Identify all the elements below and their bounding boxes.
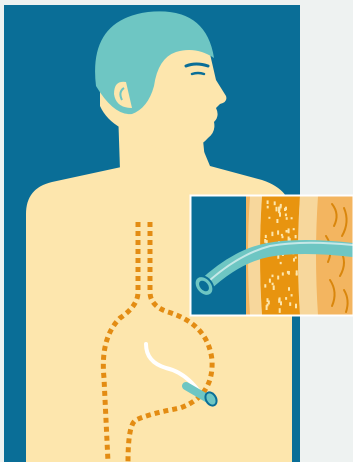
tissue-fleck [267, 206, 269, 209]
tissue-fleck [279, 308, 281, 313]
tissue-fleck [295, 304, 297, 309]
tissue-fleck [271, 232, 273, 236]
inset-closeup [191, 196, 353, 315]
tissue-fleck [268, 301, 270, 305]
tissue-fleck [291, 217, 293, 219]
tissue-fleck [295, 235, 297, 238]
tissue-fleck [266, 240, 268, 243]
tissue-fleck [285, 214, 287, 217]
tissue-fleck [264, 284, 266, 287]
tissue-fleck [276, 219, 278, 223]
tissue-fleck [282, 236, 284, 239]
tissue-fleck [268, 217, 270, 219]
tissue-fleck [269, 279, 271, 283]
tissue-fleck [296, 273, 298, 276]
tissue-fleck [291, 294, 293, 296]
tissue-fleck [295, 257, 297, 259]
tissue-fleck [280, 301, 282, 305]
tissue-fleck [287, 271, 289, 274]
tissue-fleck [272, 275, 274, 278]
tissue-fleck [286, 230, 288, 233]
tissue-fleck [288, 228, 290, 233]
tissue-fleck [277, 230, 279, 234]
tissue-fleck [285, 297, 287, 300]
tissue-fleck [281, 234, 283, 236]
tissue-fleck [265, 235, 267, 238]
tissue-fleck [273, 285, 275, 290]
tissue-fleck [272, 283, 274, 285]
tissue-fleck [293, 228, 295, 230]
tissue-fleck [274, 201, 276, 205]
eye [192, 73, 204, 74]
tissue-fleck [280, 262, 282, 264]
tissue-fleck [289, 302, 291, 306]
tissue-fleck [276, 207, 278, 212]
tissue-fleck [267, 200, 269, 204]
tissue-fleck [288, 287, 290, 291]
tissue-fleck [279, 212, 281, 216]
tissue-fleck [284, 208, 286, 211]
tissue-fleck [278, 207, 280, 212]
tissue-fleck [282, 272, 284, 275]
tissue-fleck [286, 217, 288, 220]
tissue-fleck [277, 276, 279, 280]
tissue-fleck [278, 299, 280, 303]
